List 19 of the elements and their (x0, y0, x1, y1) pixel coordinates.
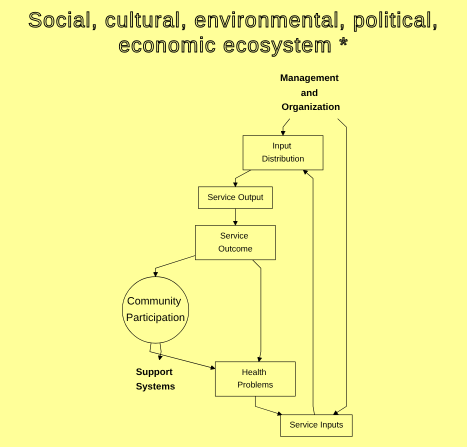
arrow (332, 118, 346, 416)
arrow (232, 170, 252, 188)
arrow (280, 118, 290, 136)
node-box: Service Output (198, 186, 272, 209)
arrow (254, 396, 282, 416)
arrow (152, 255, 196, 278)
arrow (158, 342, 162, 361)
node-text: Management and Organization (280, 72, 340, 112)
outline-text: Social, cultural, environmental, political, economic ecosystem * (27, 8, 440, 58)
node-box: Health Problems (214, 362, 296, 397)
node-box: Service Outcome (194, 225, 276, 260)
arrow (252, 260, 262, 362)
node-box: Input Distribution (242, 135, 323, 170)
node-box: Service Inputs (280, 414, 352, 437)
arrow (232, 208, 238, 226)
node-circle: Community Participation (122, 276, 189, 344)
arrow (149, 342, 216, 370)
node-text: Support Systems (135, 366, 175, 392)
arrow (302, 170, 314, 416)
